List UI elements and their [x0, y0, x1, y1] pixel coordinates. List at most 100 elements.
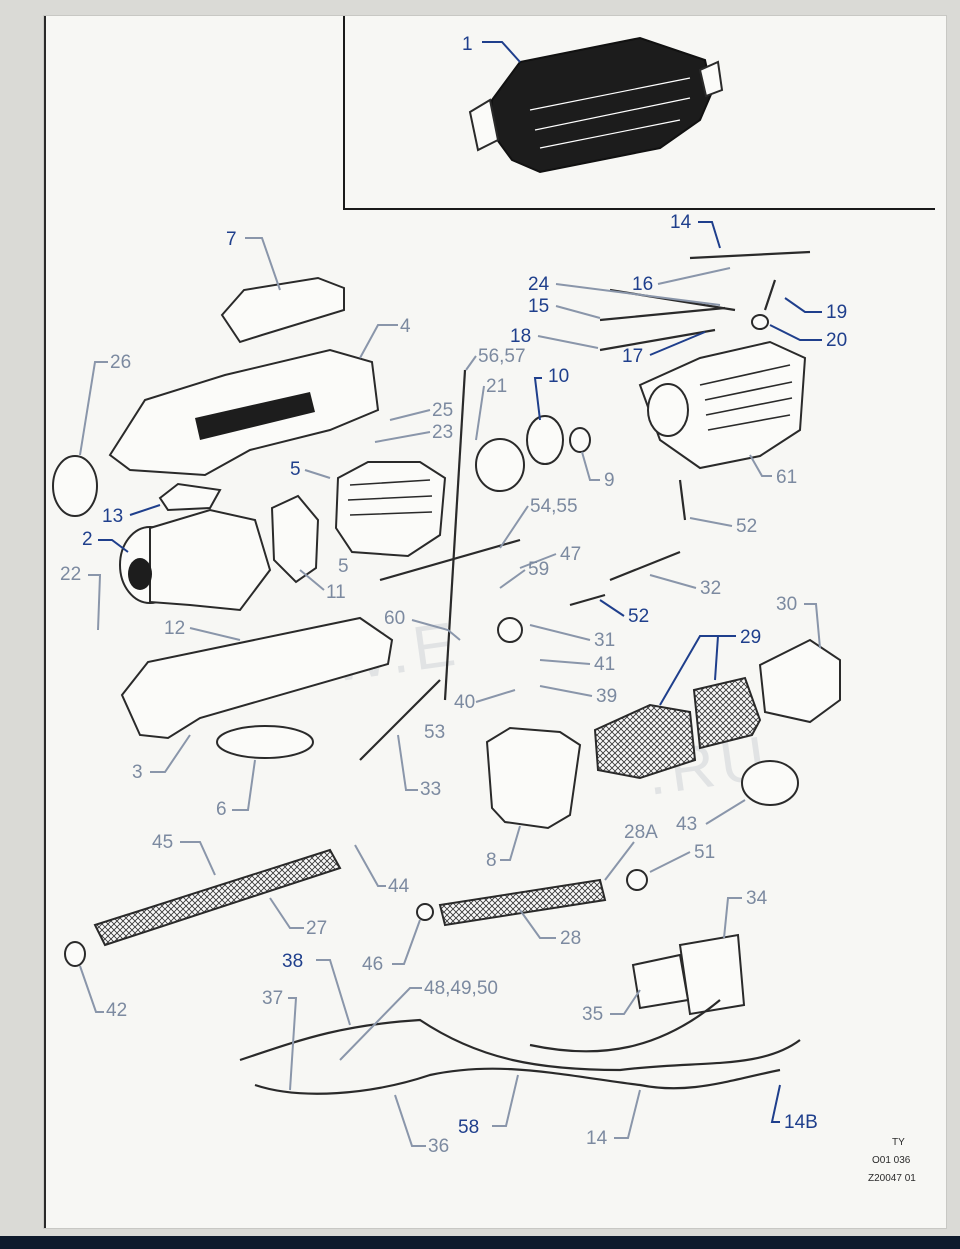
- part-27-flex-tube: [93, 848, 342, 947]
- label-15: 15: [528, 296, 549, 317]
- label-59: 59: [528, 559, 549, 580]
- drawing-code-line2: O01 036: [872, 1155, 911, 1166]
- part-6-gasket: [216, 725, 314, 759]
- label-7: 7: [226, 229, 237, 250]
- label-14b: 14: [586, 1128, 608, 1149]
- small-wires: [599, 250, 811, 352]
- part-3-lower-housing: [120, 616, 394, 740]
- part-10-ring: [526, 415, 564, 465]
- label-46: 46: [362, 954, 383, 975]
- label-38: 38: [282, 951, 303, 972]
- inset-frame: [343, 16, 935, 210]
- part-29-mesh-tube-2: [692, 676, 762, 750]
- wiring-harness: [239, 999, 801, 1095]
- part-4-upper-housing: [108, 348, 380, 477]
- part-51-plug: [626, 869, 648, 891]
- label-6: 6: [216, 799, 227, 820]
- part-21-plate: [475, 438, 525, 492]
- drawing-code: TY O01 036 Z20047 01: [868, 1137, 916, 1184]
- label-8: 8: [486, 850, 497, 871]
- label-39: 39: [596, 686, 617, 707]
- label-54-55: 54,55: [530, 496, 578, 517]
- label-45: 45: [152, 832, 173, 853]
- part-8-shroud: [485, 726, 582, 830]
- label-34: 34: [746, 888, 768, 909]
- label-16: 16: [632, 274, 653, 295]
- label-35: 35: [582, 1004, 603, 1025]
- label-33: 33: [420, 779, 441, 800]
- label-25: 25: [432, 400, 453, 421]
- label-10: 10: [548, 366, 569, 387]
- label-18: 18: [510, 326, 531, 347]
- part-29-mesh-tube: [593, 703, 697, 780]
- label-13: 13: [102, 506, 123, 527]
- label-51: 51: [694, 842, 715, 863]
- label-29: 29: [740, 627, 761, 648]
- label-28: 28: [560, 928, 581, 949]
- label-19: 19: [826, 302, 847, 323]
- part-1-heater-assembly: [468, 36, 724, 174]
- label-24: 24: [528, 274, 550, 295]
- label-48-49-50: 48,49,50: [424, 978, 498, 999]
- label-28A: 28A: [624, 822, 658, 843]
- label-37: 37: [262, 988, 283, 1009]
- part-34-control-unit: [678, 933, 746, 1016]
- label-36: 36: [428, 1136, 449, 1157]
- label-14B: 14B: [784, 1112, 818, 1133]
- drawing-code-line3: Z20047 01: [868, 1173, 916, 1184]
- fuel-lines: [359, 369, 687, 761]
- label-47: 47: [560, 544, 581, 565]
- part-30-end-flange: [758, 638, 841, 724]
- label-2: 2: [82, 529, 93, 550]
- label-31: 31: [594, 630, 615, 651]
- label-30: 30: [776, 594, 797, 615]
- label-27: 27: [306, 918, 327, 939]
- label-32: 32: [700, 578, 721, 599]
- label-60: 60: [384, 608, 405, 629]
- label-43: 43: [676, 814, 697, 835]
- label-5a: 5: [290, 459, 301, 480]
- label-11: 11: [326, 582, 346, 603]
- label-40: 40: [454, 692, 475, 713]
- callouts: 1 7 4 26 25 23 5 13 2 22 11 5 12 3 6 14 …: [60, 34, 847, 1157]
- label-41: 41: [594, 654, 615, 675]
- label-14a: 14: [670, 212, 692, 233]
- label-17: 17: [622, 346, 643, 367]
- diagram-paper: [44, 16, 946, 1228]
- label-61: 61: [776, 467, 797, 488]
- label-44: 44: [388, 876, 410, 897]
- label-4: 4: [400, 316, 411, 337]
- label-9: 9: [604, 470, 615, 491]
- part-28-intake-tube: [438, 878, 607, 927]
- label-58: 58: [458, 1117, 479, 1138]
- part-2-blower-motor: [119, 508, 272, 612]
- label-3: 3: [132, 762, 143, 783]
- label-42: 42: [106, 1000, 127, 1021]
- part-61-heat-exchanger: [638, 340, 807, 470]
- label-53: 53: [424, 722, 445, 743]
- label-21: 21: [486, 376, 507, 397]
- part-35-bracket: [631, 953, 690, 1010]
- part-26-end-cap: [52, 455, 98, 517]
- part-13-gasket: [158, 482, 222, 512]
- label-26: 26: [110, 352, 131, 373]
- part-46-clip: [416, 903, 434, 921]
- label-23: 23: [432, 422, 453, 443]
- label-52a: 52: [736, 516, 757, 537]
- part-43-clamp: [741, 760, 799, 806]
- label-22: 22: [60, 564, 81, 585]
- part-42-end-cap: [64, 941, 86, 967]
- label-56-57: 56,57: [478, 346, 526, 367]
- part-7-cover: [220, 276, 345, 344]
- label-5b: 5: [338, 556, 349, 577]
- drawing-code-line1: TY: [892, 1137, 905, 1148]
- label-12: 12: [164, 618, 185, 639]
- part-5-combustion-chamber: [334, 461, 447, 558]
- label-20: 20: [826, 330, 847, 351]
- label-52b: 52: [628, 606, 649, 627]
- part-9-washer: [569, 427, 591, 453]
- label-1: 1: [462, 34, 473, 55]
- taskbar-strip: [0, 1236, 960, 1249]
- part-11-gasket: [270, 494, 320, 584]
